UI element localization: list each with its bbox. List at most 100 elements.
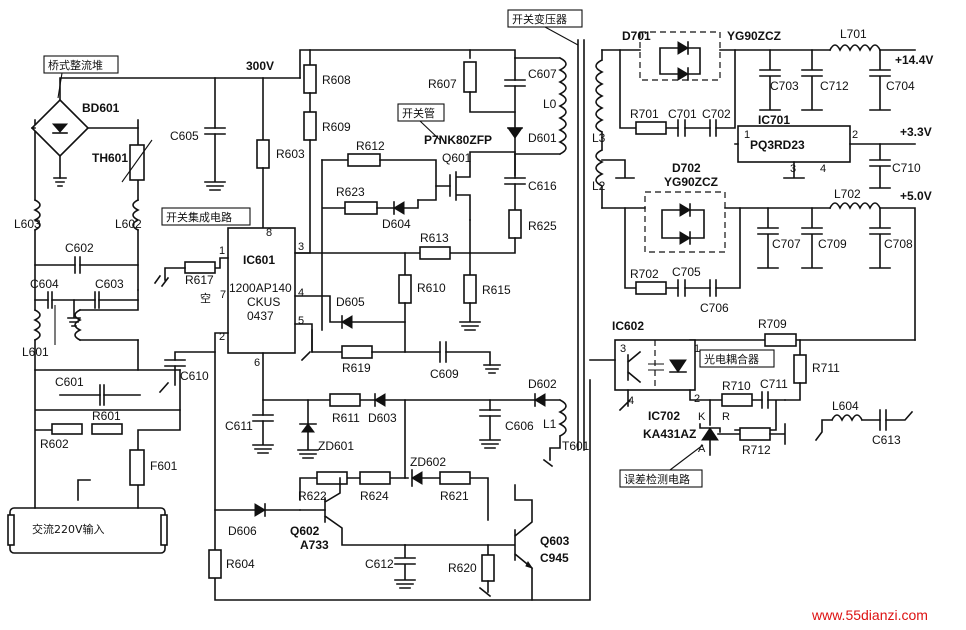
ic701-wires [734,143,916,179]
ic602-pin3: 3 [620,343,626,355]
ground-symbol [483,364,501,374]
transformer-primary [514,56,567,156]
callout-optocoupler [699,349,775,368]
diode-d601 [507,127,523,139]
diode-pack-d701 [639,31,721,81]
ground-symbol [297,431,319,459]
ic701-part: PQ3RD23 [750,138,805,152]
resistor-r625 [508,209,522,239]
r617-ground [153,267,186,288]
ic601-part2: CKUS [247,295,280,309]
pin2-feedback-wire [214,332,591,601]
inductor-l603 [33,198,41,232]
diode-d603 [374,393,386,407]
zener-zd602 [411,471,423,485]
label-d602: D602 [528,377,557,391]
label-c710: C710 [892,161,921,175]
capacitor-c609 [439,341,447,363]
opto-light-arrows [648,363,664,371]
callout-optocoupler-text: 光电耦合器 [704,352,759,366]
label-r604: R604 [226,557,255,571]
r619-c609-wire [371,351,491,366]
capacitor-c601 [99,384,105,406]
rail-3v3: +3.3V [900,125,932,139]
capacitor-c707 [757,207,779,269]
label-c612: C612 [365,557,394,571]
capacitors-c604-c603 [47,291,100,309]
label-c602: C602 [65,241,94,255]
bridge-dc-wires [31,77,301,179]
thermistor-slash [121,139,153,183]
label-r601: R601 [92,409,121,423]
socket-earth-wire [77,479,91,501]
d701-diodes [677,41,689,81]
label-r603: R603 [276,147,305,161]
ground-symbol [252,420,274,454]
resistor-r709 [764,333,797,347]
label-d603: D603 [368,411,397,425]
l601-wire [79,289,139,341]
pin1-wire [214,257,229,269]
r607-bottom [469,91,516,113]
resistor-r711 [793,354,807,384]
capacitor-c711 [761,391,769,409]
label-d606: D606 [228,524,257,538]
inductor-l602 [132,198,140,232]
label-th601: TH601 [92,151,128,165]
label-c613: C613 [872,433,901,447]
resistor-r624 [359,471,391,485]
label-l702: L702 [834,187,861,201]
label-c616: C616 [528,179,557,193]
label-c603: C603 [95,277,124,291]
label-l1: L1 [543,417,557,431]
shunt-regulator-ic702 [701,427,719,441]
ic701-pin2: 2 [852,129,858,141]
inductor-l601 [33,308,82,342]
label-r612: R612 [356,139,385,153]
input-left-wire [34,369,181,509]
label-c712: C712 [820,79,849,93]
label-c711: C711 [760,377,788,391]
capacitor-c607 [504,79,526,87]
r711-bottom [784,382,801,401]
callout-transformer-text: 开关变压器 [512,12,567,26]
resistor-r601 [91,423,123,435]
label-r702: R702 [630,267,659,281]
ic601-pin5: 5 [298,315,304,327]
callout-bridge [43,55,119,74]
resistor-r622 [316,471,348,485]
ic702-part: KA431AZ [643,427,696,441]
ic602-pin1: 1 [694,343,700,355]
opto-ground [618,389,632,412]
d701-internal [659,41,701,81]
inductor-l702 [828,202,882,210]
label-r625: R625 [528,219,557,233]
capacitor-c613 [879,409,887,431]
callout-switch-ic [161,207,251,226]
label-c705: C705 [672,265,701,279]
label-c609: C609 [430,367,459,381]
label-r610: R610 [417,281,446,295]
capacitor-c709 [801,207,823,269]
label-f601: F601 [150,459,178,473]
rail-5v: +5.0V [900,189,932,203]
callout-error-detect-text: 误差检测电路 [624,472,690,486]
capacitor-c703 [759,49,781,111]
rail-300v: 300V [246,59,274,73]
feedback-wire [689,389,786,431]
r625-bottom [469,237,516,254]
label-r611: R611 [332,411,360,425]
label-r602: R602 [40,437,69,451]
resistor-r621 [439,471,471,485]
q602-part: A733 [300,538,329,552]
label-l601: L601 [22,345,49,359]
resistor-r710 [721,393,753,407]
label-r619: R619 [342,361,371,375]
label-r624: R624 [360,489,389,503]
label-c706: C706 [700,301,729,315]
ic701-pin1: 1 [744,129,750,141]
opto-led-icon [669,359,687,373]
d604-to-gate [403,199,419,209]
label-c707: C707 [772,237,801,251]
callout-bridge-line [57,72,63,99]
